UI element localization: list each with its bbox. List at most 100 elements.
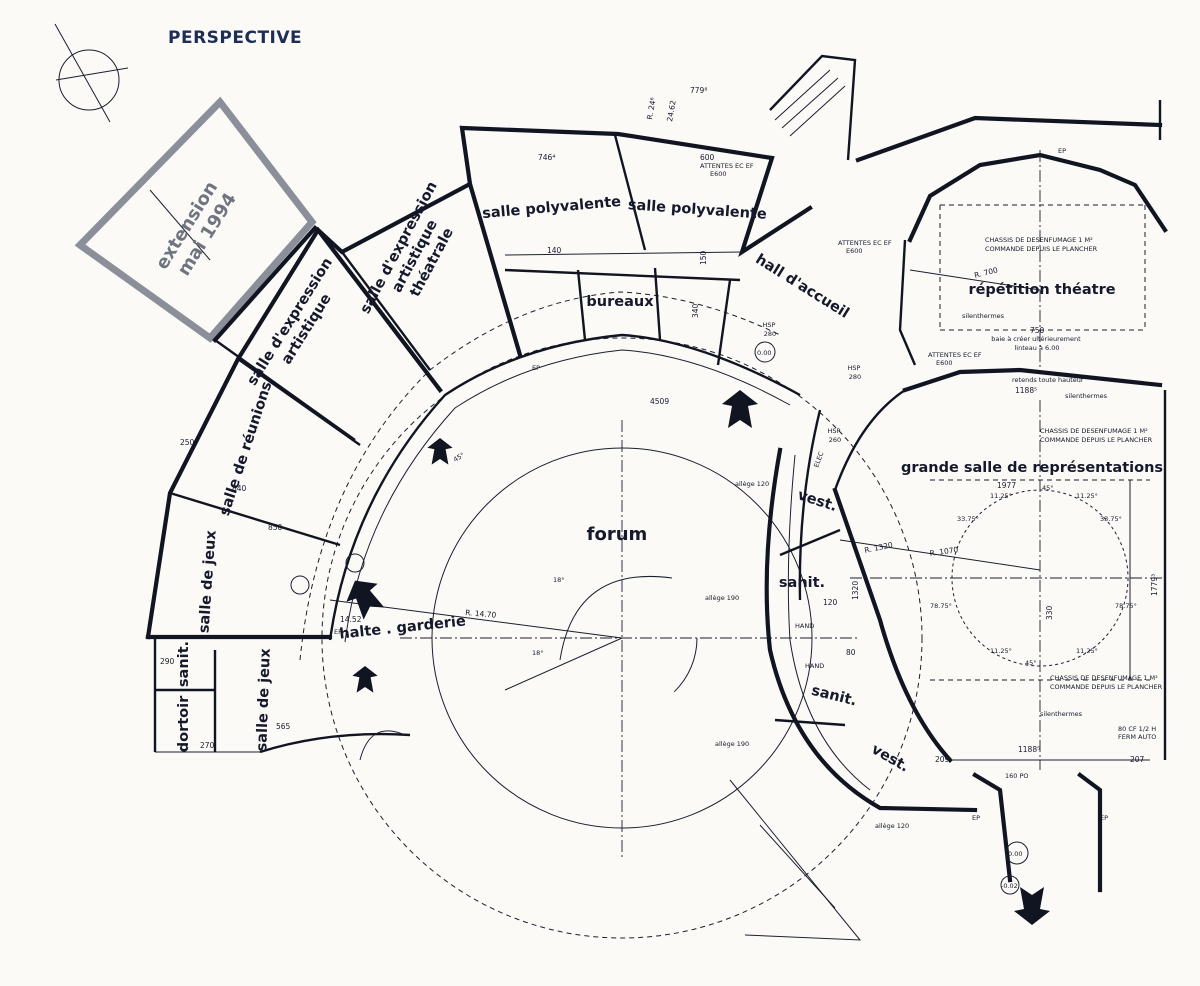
- dimension-label: 1977: [997, 481, 1016, 490]
- entry-arrow-icon: [352, 666, 378, 693]
- dimension-label: 140: [547, 246, 562, 255]
- dimension-label: 1188⁵: [1018, 745, 1040, 754]
- repetition-theatre: [898, 150, 1168, 370]
- note-silenthermes: silenthermes: [962, 312, 1005, 320]
- room-label-salle-reunions: salle de réunions: [217, 380, 275, 518]
- dimension-label: 750: [1030, 326, 1045, 335]
- note-ep: EP: [1058, 147, 1066, 155]
- dimension-label: 14.52: [340, 615, 362, 624]
- room-label-sanit-1: sanit.: [176, 641, 192, 687]
- forum-rings: 18° 18° R. 14.70: [321, 337, 923, 939]
- dimension-label: 150: [699, 250, 708, 265]
- room-label-grande-salle: grande salle de représentations: [901, 460, 1163, 476]
- room-label-sanit-2: sanit.: [779, 575, 825, 591]
- level-label: 0.00: [757, 349, 771, 357]
- room-label-sanit-3: sanit.: [810, 683, 859, 710]
- room-label-hall-accueil: hall d'accueil: [753, 251, 852, 321]
- note-attentes: ATTENTES EC EF E600: [928, 351, 984, 367]
- note-ep: EP: [972, 814, 980, 822]
- dimension-label: R. 1320: [864, 540, 894, 555]
- room-label-vest-2: vest.: [869, 742, 912, 776]
- dimension-label: 290: [160, 657, 175, 666]
- dimension-label: 1320: [851, 581, 860, 600]
- note-allege: allège 190: [705, 594, 739, 602]
- curved-wing: [145, 125, 813, 761]
- room-label-hand-2: HAND: [805, 662, 824, 670]
- note-attentes: ATTENTES EC EF E600: [700, 162, 756, 178]
- room-label-salle-expression-theatrale: salle d'expression artistique théatrale: [358, 175, 475, 334]
- note-retends: retends toute hauteur: [1012, 376, 1084, 384]
- room-label-repetition-theatre: répétition théatre: [968, 282, 1115, 298]
- room-label-dortoir: dortoir: [176, 695, 192, 752]
- north-compass-icon: [54, 23, 129, 123]
- entry-arrow-icon: [722, 390, 758, 428]
- room-label-salle-jeux-1: salle de jeux: [196, 529, 219, 633]
- extension-block: extension mai 1994: [74, 96, 317, 343]
- extension-label: extension mai 1994: [152, 172, 245, 285]
- note-attentes: ATTENTES EC EF E600: [838, 239, 894, 255]
- note-hsp: HSP 260: [827, 427, 842, 444]
- note-bcf: 80 CF 1/2 H FERM AUTO: [1118, 725, 1158, 741]
- dimension-label: 207: [1130, 755, 1145, 764]
- angle-label: 45°: [1042, 484, 1054, 492]
- grande-salle: [832, 367, 1167, 893]
- dimension-label: 779⁸: [690, 86, 707, 95]
- dimension-label: 840: [232, 484, 247, 493]
- dimension-label: 850: [268, 523, 283, 532]
- note-hsp: HSP 280: [847, 364, 862, 381]
- note-baie: baie à créer ultérieurement linteau à 6.…: [991, 335, 1083, 352]
- room-label-salle-polyvalente-2: salle polyvalente: [627, 197, 767, 223]
- level-label: -0.02: [1001, 882, 1018, 890]
- dimension-label: 340: [691, 303, 700, 318]
- dimension-label: 4509: [650, 397, 669, 406]
- angle-label: 18°: [553, 576, 565, 584]
- note-ep: EP: [532, 364, 540, 372]
- radius-label: R. 14.70: [465, 608, 497, 620]
- note-chassis: CHASSIS DE DESENFUMAGE 1 M² COMMANDE DEP…: [1040, 427, 1153, 444]
- dimension-label: R. 24⁶: [645, 97, 658, 120]
- entry-arrow-icon: [1014, 887, 1050, 925]
- dimension-label: 209: [935, 755, 950, 764]
- angle-label: 11.25°: [990, 492, 1012, 500]
- angle-label: 45°: [452, 451, 466, 464]
- dimension-label: 600: [700, 153, 715, 162]
- note-allege: allège 120: [735, 480, 769, 488]
- angle-label: 11.25°: [1076, 492, 1098, 500]
- angle-label: 11.25°: [990, 647, 1012, 655]
- dimension-label: 1779³: [1150, 574, 1159, 596]
- angle-label: 45°: [1025, 659, 1037, 667]
- dimension-label: 1188⁵: [1015, 386, 1037, 395]
- note-chassis: CHASSIS DE DESENFUMAGE 1 M² COMMANDE DEP…: [1050, 674, 1163, 691]
- room-label-forum: forum: [587, 524, 648, 545]
- note-silenthermes: silenthermes: [1065, 392, 1108, 400]
- dimension-label: 565: [276, 722, 291, 731]
- dimension-label: R. 1070: [929, 545, 959, 558]
- page-title: PERSPECTIVE: [168, 28, 302, 48]
- angle-label: 78.75°: [930, 602, 952, 610]
- room-label-bureaux: bureaux: [586, 294, 654, 310]
- angle-label: 33.75°: [957, 515, 979, 523]
- level-label: 0.00: [1008, 850, 1022, 858]
- note-hsp: HSP 280: [762, 321, 777, 338]
- dimension-label: 250: [180, 438, 195, 447]
- angle-label: 78.75°: [1115, 602, 1137, 610]
- note-allege: allège 120: [875, 822, 909, 830]
- room-label-salle-jeux-2: salle de jeux: [254, 647, 274, 751]
- angle-label: 11.25°: [1076, 647, 1098, 655]
- entrance-stair: [769, 54, 1163, 163]
- dimension-label: 120: [823, 598, 838, 607]
- note-ep: EP: [1100, 814, 1108, 822]
- note-ep: EP: [334, 628, 342, 636]
- dimension-label: 80: [846, 648, 856, 657]
- angle-label: 18°: [532, 649, 544, 657]
- note-chassis: CHASSIS DE DESENFUMAGE 1 M² COMMANDE DEP…: [985, 236, 1098, 253]
- note-silenthermes: silenthermes: [1040, 710, 1083, 718]
- dimension-label: 330: [1045, 605, 1054, 620]
- dimension-label: 746⁴: [538, 153, 555, 162]
- note-allege: allège 190: [715, 740, 749, 748]
- room-label-hand-1: HAND: [795, 622, 814, 630]
- entry-arrow-icon: [346, 580, 385, 620]
- dimension-label: R. 700: [973, 265, 999, 280]
- vestibule: [729, 409, 978, 941]
